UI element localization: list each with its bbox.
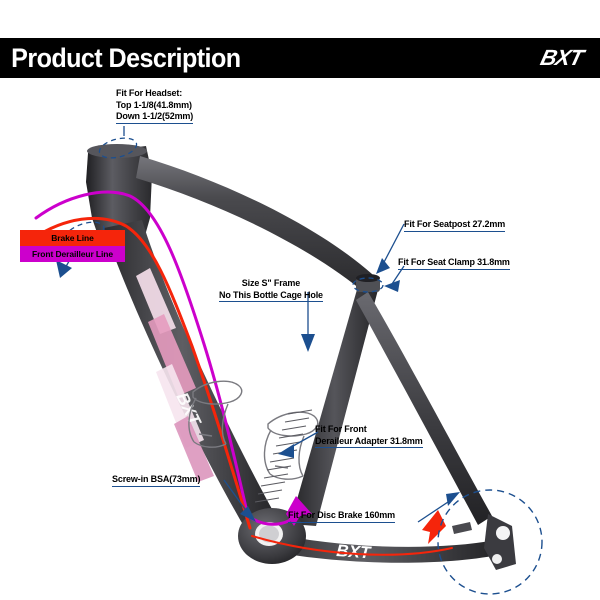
- callout-disc-brake: Fit For Disc Brake 160mm: [288, 510, 395, 523]
- seat-stay: [356, 292, 492, 525]
- disc-brake-highlight-circle: [437, 489, 543, 595]
- chainstay-logo: BXT: [336, 541, 373, 562]
- disc-brake-mount-tab: [452, 522, 472, 534]
- callout-arrowheads: [56, 258, 460, 522]
- callout-headset-line1: Fit For Headset:: [116, 88, 183, 98]
- callout-seatpost-text: Fit For Seatpost 27.2mm: [404, 219, 505, 232]
- routing-arrows: [286, 496, 446, 544]
- disc-mount-hole: [492, 554, 502, 564]
- callout-headset-line2: Top 1-1/8(41.8mm): [116, 99, 192, 110]
- head-tube-top-cup: [87, 144, 147, 158]
- callout-front-derailleur: Fit For Front Deraileur Adapter 31.8mm: [315, 424, 423, 448]
- callout-bottle-cage: Size S" Frame No This Bottle Cage Hole: [219, 278, 323, 302]
- callout-headset: Fit For Headset: Top 1-1/8(41.8mm) Down …: [116, 88, 193, 124]
- callout-seat-clamp-text: Fit For Seat Clamp 31.8mm: [398, 257, 510, 270]
- callout-bottom-bracket-text: Screw-in BSA(73mm): [112, 474, 200, 487]
- seat-clamp-marker: [352, 277, 384, 293]
- disc-brake-arrowhead: [446, 492, 460, 506]
- bottom-bracket-arrowhead: [240, 506, 256, 522]
- downtube-graphic-4: [174, 416, 214, 482]
- page-title: Product Description: [11, 42, 241, 73]
- legend-label-brake-line: Brake Line: [51, 233, 94, 243]
- seatpost-arrowhead: [376, 258, 390, 274]
- seatpost-opening: [356, 274, 380, 282]
- brake-arrow: [422, 510, 446, 544]
- chain-stay: [254, 530, 498, 563]
- routing-legend: Brake Line Front Derailleur Line: [20, 230, 125, 262]
- callout-bottle-cage-line2: No This Bottle Cage Hole: [219, 290, 323, 302]
- seat-clamp-collar: [356, 278, 380, 292]
- seatpost-leader: [381, 223, 405, 267]
- callout-headset-line3: Down 1-1/2(52mm): [116, 111, 193, 124]
- brake-route-rear: [251, 535, 453, 556]
- legend-item-brake-line: Brake Line: [20, 230, 125, 246]
- top-tube: [136, 156, 372, 294]
- headset-top-marker: [98, 137, 138, 159]
- callout-seatpost: Fit For Seatpost 27.2mm: [404, 219, 505, 232]
- callout-front-derailleur-line2: Deraileur Adapter 31.8mm: [315, 436, 423, 448]
- header-banner: Product Description BXT: [0, 38, 600, 78]
- callout-front-derailleur-line1: Fit For Front: [315, 424, 367, 434]
- front-derailleur-arrow: [286, 496, 312, 526]
- fd-clamp-hatch-zone: [254, 409, 313, 503]
- brake-route: [32, 216, 252, 530]
- callout-bottle-cage-line1: Size S" Frame: [241, 278, 301, 288]
- downtube-graphic-2: [148, 314, 196, 396]
- headset-down-arrowhead: [56, 260, 72, 278]
- bottle-cage-outlines: [188, 380, 319, 480]
- callout-bottom-bracket: Screw-in BSA(73mm): [112, 474, 200, 487]
- bottle-cage-arrowhead: [301, 334, 315, 352]
- rear-axle-hole: [496, 526, 510, 540]
- front-derailleur-arrowhead: [278, 444, 294, 458]
- seat-tube: [290, 286, 379, 526]
- downtube-graphic-1: [136, 268, 176, 334]
- callout-seat-clamp: Fit For Seat Clamp 31.8mm: [398, 257, 510, 270]
- seat-clamp-arrowhead: [384, 280, 400, 292]
- rear-dropout: [484, 514, 516, 570]
- legend-label-front-derailleur-line: Front Derailleur Line: [31, 249, 114, 259]
- callout-disc-brake-text: Fit For Disc Brake 160mm: [288, 510, 395, 523]
- front-derailleur-route: [34, 190, 250, 518]
- bottle-cage-downtube: [188, 380, 243, 448]
- brand-logo: BXT: [538, 45, 586, 70]
- bottom-bracket-bore-inner: [259, 525, 279, 543]
- legend-item-front-derailleur-line: Front Derailleur Line: [20, 246, 125, 262]
